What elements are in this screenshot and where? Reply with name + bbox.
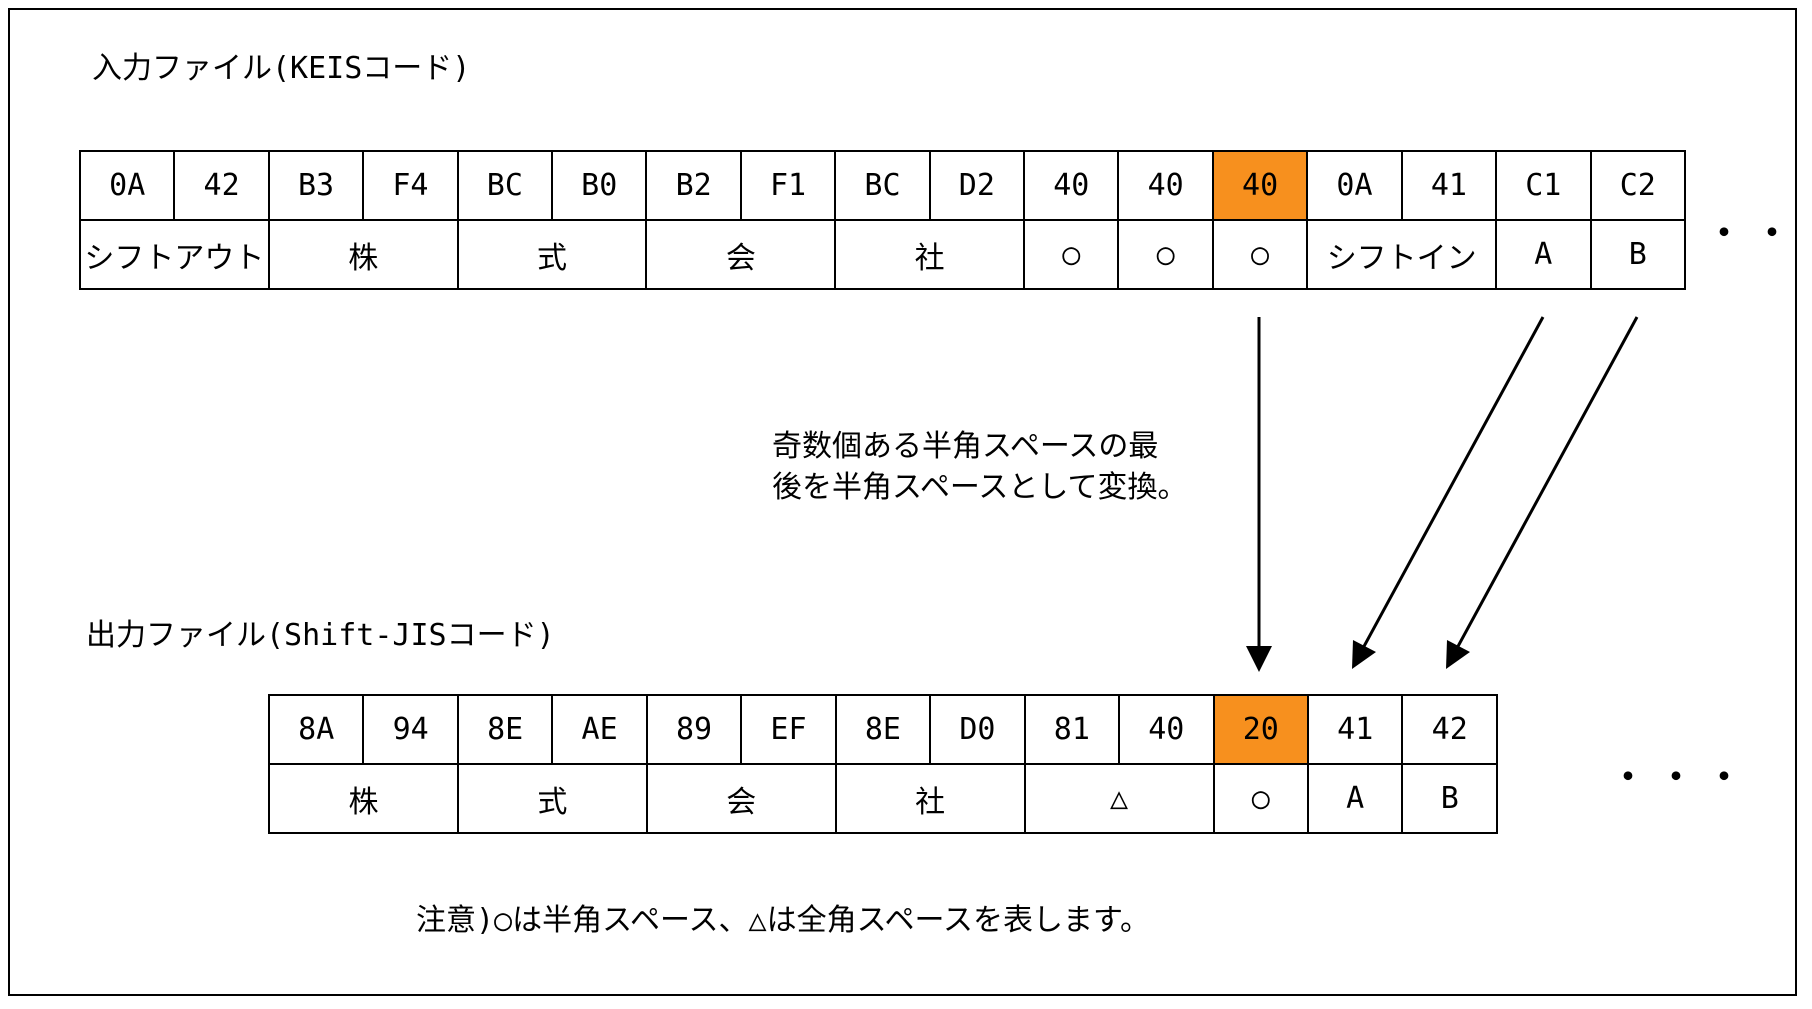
output-code-cell: 40 (1118, 694, 1215, 765)
input-code-cell: 40 (1023, 150, 1120, 221)
output-meaning-cell: 式 (456, 763, 648, 834)
output-file-title: 出力ファイル(Shift-JISコード) (86, 618, 555, 653)
input-meaning-cell: ○ (1023, 219, 1120, 290)
output-code-cell: 8A (267, 694, 365, 765)
input-code-cell: B0 (551, 150, 648, 221)
output-meaning-cell: △ (1023, 763, 1215, 834)
footnote: 注意)○は半角スペース、△は全角スペースを表します。 (416, 903, 1150, 938)
input-code-cell: BC (834, 150, 931, 221)
arrow-b-head (1446, 640, 1470, 669)
diagram-frame (8, 8, 1797, 996)
input-code-cell: 40 (1211, 150, 1309, 221)
output-meaning-cell: 社 (834, 763, 1026, 834)
arrow-a-head (1352, 640, 1376, 669)
input-meaning-cell: 株 (267, 219, 459, 290)
output-meaning-cell: B (1401, 763, 1498, 834)
input-code-cell: C2 (1589, 150, 1686, 221)
input-code-cell: F4 (362, 150, 459, 221)
input-meaning-cell: B (1589, 219, 1686, 290)
input-continuation-dots: ・・・ (1706, 213, 1812, 254)
output-code-cell: EF (740, 694, 837, 765)
output-code-cell: 89 (645, 694, 743, 765)
output-code-cell: 94 (362, 694, 459, 765)
conversion-note-line1: 奇数個ある半角スペースの最 (772, 429, 1159, 464)
input-code-cell: 42 (173, 150, 270, 221)
input-code-cell: 41 (1400, 150, 1498, 221)
input-meaning-cell: ○ (1211, 219, 1309, 290)
output-code-cell: 20 (1212, 694, 1309, 765)
input-code-cell: BC (456, 150, 554, 221)
input-code-cell: B2 (645, 150, 742, 221)
output-meaning-cell: A (1306, 763, 1404, 834)
output-meaning-cell: ○ (1212, 763, 1309, 834)
output-code-cell: 41 (1306, 694, 1404, 765)
input-code-cell: B3 (267, 150, 365, 221)
output-code-cell: 8E (834, 694, 932, 765)
input-meaning-cell: シフトアウト (79, 219, 270, 290)
output-meaning-cell: 株 (268, 763, 459, 834)
arrow-space-head (1246, 646, 1272, 672)
output-code-cell: AE (551, 694, 648, 765)
output-code-cell: 42 (1401, 694, 1498, 765)
output-continuation-dots: ・・・ (1610, 757, 1755, 798)
conversion-note-line2: 後を半角スペースとして変換。 (772, 470, 1188, 505)
input-code-cell: 0A (78, 150, 176, 221)
output-meaning-cell: 会 (645, 763, 837, 834)
input-meaning-cell: 式 (456, 219, 648, 290)
output-code-cell: 81 (1023, 694, 1121, 765)
input-meaning-cell: 社 (834, 219, 1026, 290)
input-code-cell: F1 (739, 150, 837, 221)
arrow-b-line (1454, 316, 1639, 651)
input-meaning-cell: ○ (1117, 219, 1214, 290)
input-code-cell: 40 (1117, 150, 1214, 221)
input-meaning-cell: 会 (645, 219, 837, 290)
input-code-cell: C1 (1495, 150, 1592, 221)
input-meaning-cell: シフトイン (1306, 219, 1498, 290)
input-file-title: 入力ファイル(KEISコード) (92, 51, 471, 86)
input-meaning-cell: A (1495, 219, 1592, 290)
output-code-cell: D0 (929, 694, 1026, 765)
input-code-cell: D2 (928, 150, 1026, 221)
input-code-cell: 0A (1306, 150, 1403, 221)
arrow-a-line (1360, 316, 1545, 651)
output-code-cell: 8E (456, 694, 554, 765)
